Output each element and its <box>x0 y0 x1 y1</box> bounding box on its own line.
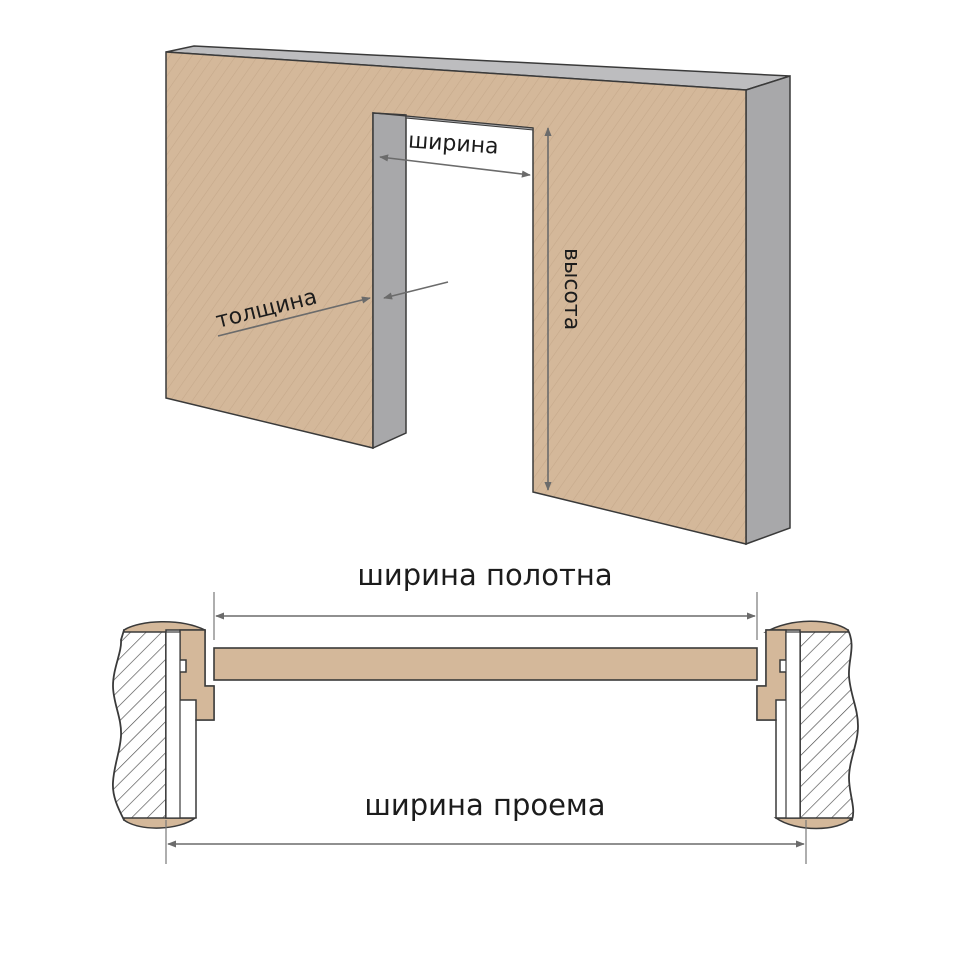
right-wall-section <box>756 620 859 830</box>
left-frame-strip <box>165 631 181 819</box>
leaf-width-label: ширина полотна <box>357 558 612 592</box>
wall-right-face <box>745 74 791 546</box>
left-wall-section <box>112 621 215 829</box>
opening-jamb <box>372 112 407 450</box>
right-frame-strip <box>785 631 801 819</box>
plan-view <box>112 620 859 830</box>
thickness-arrow-left <box>217 296 371 337</box>
right-jamb-bottom-cap <box>773 817 854 830</box>
opening-width-label: ширина проема <box>364 788 605 822</box>
wall-3d <box>165 45 791 546</box>
height-label: высота <box>559 248 584 330</box>
left-jamb-bottom-cap <box>123 817 198 829</box>
width-arrow <box>379 154 531 178</box>
left-wall-hatch <box>112 629 167 821</box>
door-leaf <box>213 647 758 681</box>
width-label: ширина <box>407 128 499 159</box>
right-wall-hatch <box>799 629 859 821</box>
opening-lintel <box>372 112 534 131</box>
wall-front-face <box>165 51 747 545</box>
thickness-arrow-right <box>383 281 449 300</box>
left-frame-stop <box>179 629 215 721</box>
right-frame-stop <box>756 629 787 721</box>
